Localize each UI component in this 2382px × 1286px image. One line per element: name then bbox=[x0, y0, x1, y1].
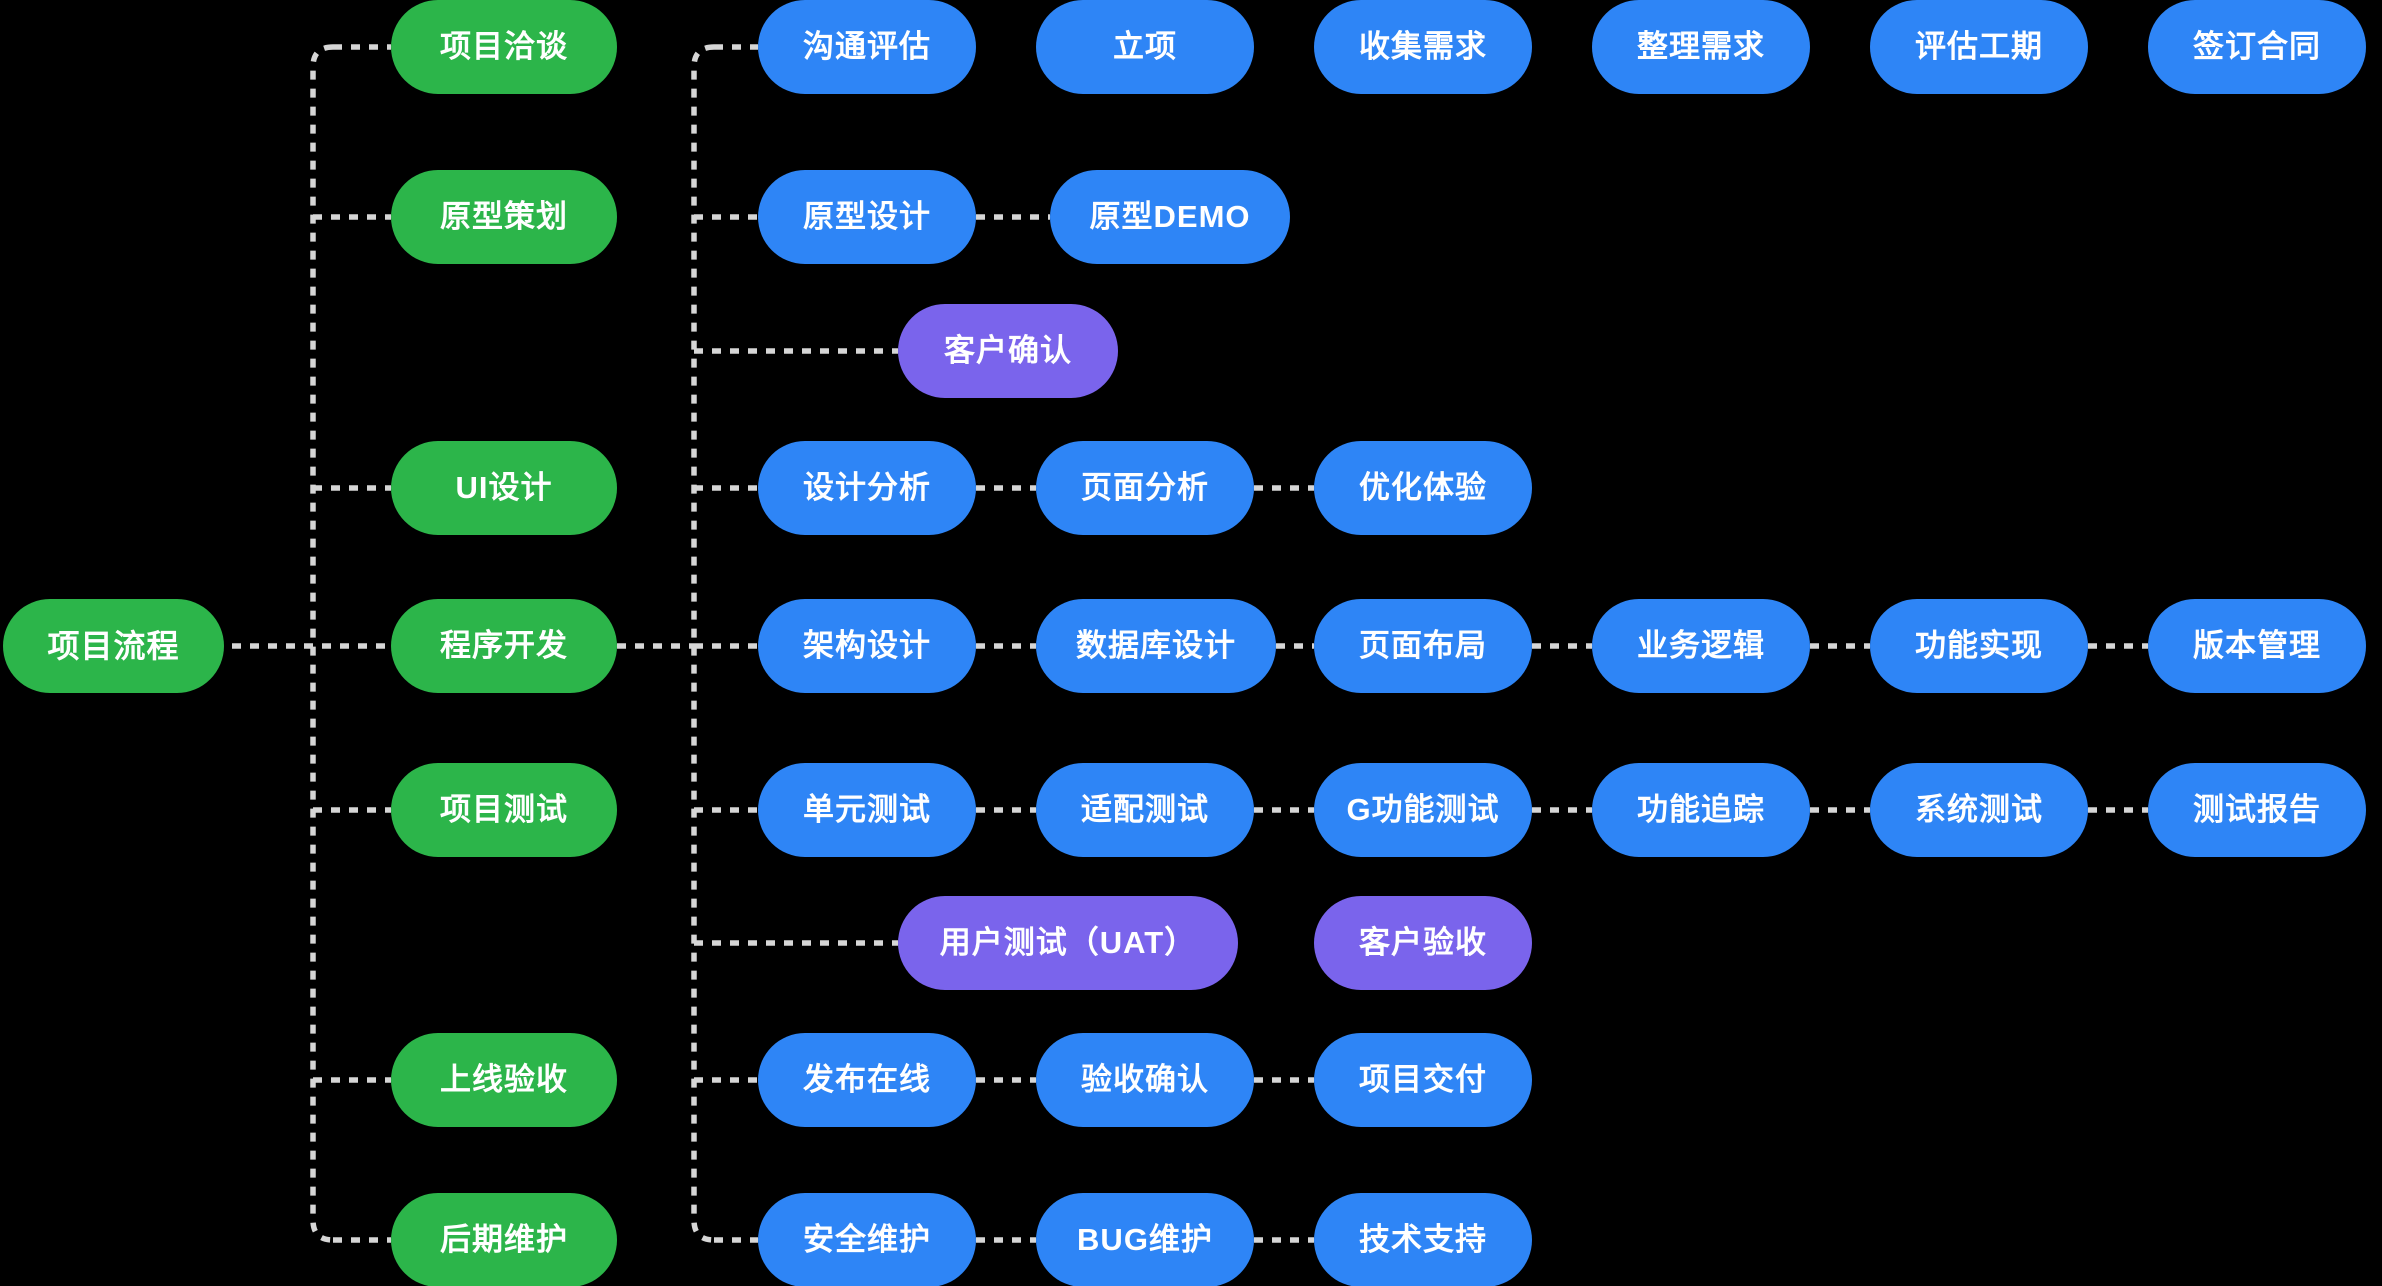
task-node[interactable]: 立项 bbox=[1036, 0, 1254, 94]
branch-node[interactable]: 项目洽谈 bbox=[391, 0, 617, 94]
task-node[interactable]: 功能实现 bbox=[1870, 599, 2088, 693]
task-node[interactable]: 整理需求 bbox=[1592, 0, 1810, 94]
task-node[interactable]: 功能追踪 bbox=[1592, 763, 1810, 857]
task-node[interactable]: 页面布局 bbox=[1314, 599, 1532, 693]
task-node[interactable]: 系统测试 bbox=[1870, 763, 2088, 857]
branch-node[interactable]: 程序开发 bbox=[391, 599, 617, 693]
branch-node[interactable]: 后期维护 bbox=[391, 1193, 617, 1286]
task-node[interactable]: 架构设计 bbox=[758, 599, 976, 693]
milestone-node[interactable]: 客户确认 bbox=[898, 304, 1118, 398]
task-node[interactable]: 业务逻辑 bbox=[1592, 599, 1810, 693]
task-node[interactable]: 适配测试 bbox=[1036, 763, 1254, 857]
task-node[interactable]: 项目交付 bbox=[1314, 1033, 1532, 1127]
branch-node[interactable]: 项目测试 bbox=[391, 763, 617, 857]
branch-node[interactable]: 上线验收 bbox=[391, 1033, 617, 1127]
task-node[interactable]: 设计分析 bbox=[758, 441, 976, 535]
task-node[interactable]: 安全维护 bbox=[758, 1193, 976, 1286]
task-node[interactable]: 原型设计 bbox=[758, 170, 976, 264]
task-node[interactable]: 收集需求 bbox=[1314, 0, 1532, 94]
task-node[interactable]: 页面分析 bbox=[1036, 441, 1254, 535]
task-node[interactable]: 签订合同 bbox=[2148, 0, 2366, 94]
task-node[interactable]: G功能测试 bbox=[1314, 763, 1532, 857]
task-node[interactable]: 版本管理 bbox=[2148, 599, 2366, 693]
task-node[interactable]: 单元测试 bbox=[758, 763, 976, 857]
connector-line bbox=[232, 44, 2148, 1243]
task-node[interactable]: 发布在线 bbox=[758, 1033, 976, 1127]
task-node[interactable]: 评估工期 bbox=[1870, 0, 2088, 94]
milestone-node[interactable]: 用户测试（UAT） bbox=[898, 896, 1238, 990]
milestone-node[interactable]: 客户验收 bbox=[1314, 896, 1532, 990]
task-node[interactable]: 优化体验 bbox=[1314, 441, 1532, 535]
branch-node[interactable]: 原型策划 bbox=[391, 170, 617, 264]
root-node[interactable]: 项目流程 bbox=[3, 599, 224, 693]
task-node[interactable]: BUG维护 bbox=[1036, 1193, 1254, 1286]
task-node[interactable]: 验收确认 bbox=[1036, 1033, 1254, 1127]
task-node[interactable]: 测试报告 bbox=[2148, 763, 2366, 857]
task-node[interactable]: 数据库设计 bbox=[1036, 599, 1276, 693]
task-node[interactable]: 技术支持 bbox=[1314, 1193, 1532, 1286]
branch-node[interactable]: UI设计 bbox=[391, 441, 617, 535]
task-node[interactable]: 原型DEMO bbox=[1050, 170, 1290, 264]
task-node[interactable]: 沟通评估 bbox=[758, 0, 976, 94]
